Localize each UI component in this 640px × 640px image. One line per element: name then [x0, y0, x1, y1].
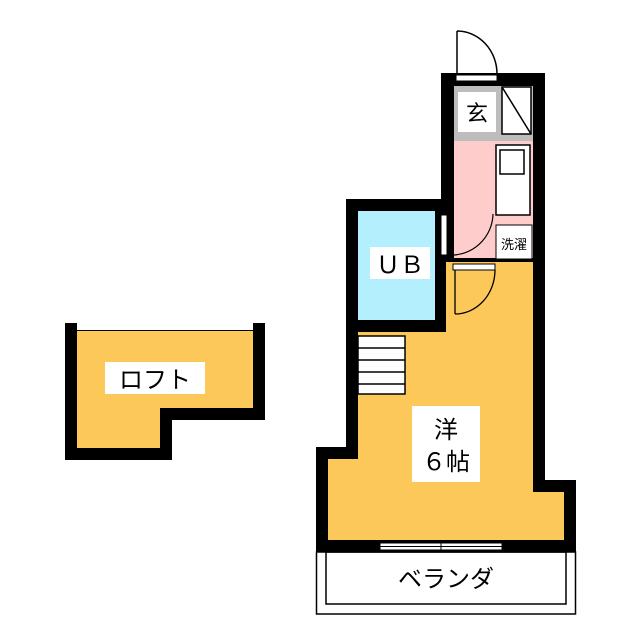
- shoe-cabinet: [501, 86, 532, 135]
- room-door: [452, 263, 496, 315]
- kitchen-sink: [495, 144, 531, 216]
- laundry-label: 洗濯: [501, 238, 527, 253]
- room-size-label: ６帖: [422, 448, 470, 476]
- unit-bath-label: ＵＢ: [376, 251, 424, 279]
- bath-door-swing: [447, 213, 494, 256]
- entrance-label: 玄: [466, 102, 488, 127]
- laundry-space: 洗濯: [495, 224, 533, 260]
- loft: ロフト: [65, 323, 265, 460]
- bath-door: [440, 214, 448, 256]
- balcony-window: [379, 540, 503, 553]
- balcony: ベランダ: [315, 551, 577, 615]
- stairs: [357, 335, 406, 395]
- room-type-label: 洋: [434, 416, 458, 444]
- balcony-label: ベランダ: [398, 565, 494, 593]
- front-door: [455, 30, 498, 82]
- western-room: [328, 262, 564, 540]
- loft-label: ロフト: [119, 366, 191, 394]
